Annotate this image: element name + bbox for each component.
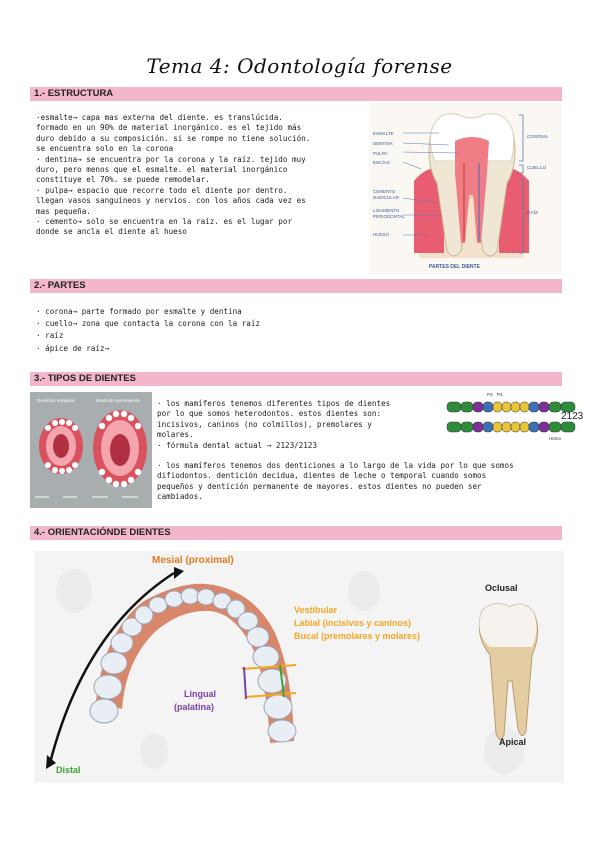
text-line: formado en un 90% de material inorgánico… — [36, 123, 302, 133]
text-line: ·esmalte→ capa mas externa del diente. e… — [36, 113, 283, 122]
section-heading-bar: 1.- ESTRUCTURA — [30, 87, 562, 101]
section-heading: 4.- ORIENTACIÓNDE DIENTES — [34, 527, 171, 538]
formula-number: 2123 — [561, 411, 584, 422]
section-heading-bar: 3.- TIPOS DE DIENTES — [30, 372, 562, 386]
text-line: mas pequeña. — [36, 206, 91, 216]
dentition-figure: Dentición temporal Dentición permanente — [30, 392, 152, 508]
figure-label: ESMALTE — [373, 131, 394, 136]
lingual-label: Lingual — [184, 689, 216, 699]
page-title: Tema 4: Odontología forense — [146, 54, 453, 78]
text-line: · corona→ parte formado por esmalte y de… — [36, 307, 242, 316]
figure-label: DENTINA — [373, 140, 393, 146]
vestibular-line: Labial (incisivos y caninos) — [294, 618, 412, 628]
text-line: · los mamíferos tenemos diferentes tipos… — [157, 399, 391, 408]
section-text: · los mamíferos tenemos dos denticiones … — [157, 461, 567, 503]
text-line: difiodontos. dentición decidua, dientes … — [157, 471, 487, 481]
oclusal-label: Oclusal — [485, 583, 518, 593]
apical-label: Apical — [499, 737, 527, 747]
figure-label: P3 — [487, 392, 493, 397]
lingual-label: (palatina) — [174, 702, 215, 712]
figure-label: CORONA — [527, 135, 549, 140]
distal-label: Distal — [56, 765, 81, 775]
vestibular-line: Bucal (premolares y molares) — [294, 631, 421, 641]
orientation-figure: Mesial (proximal) Distal Lingual (palati… — [34, 551, 564, 783]
text-line: · los mamíferos tenemos dos denticiones … — [157, 461, 514, 470]
figure-caption: PARTES DEL DIENTE — [429, 264, 480, 270]
text-line: · ápice de raíz→ — [36, 343, 110, 353]
text-line: · pulpa→ espacio que recorre todo el die… — [36, 185, 288, 195]
vestibular-label: Vestibular Labial (incisivos y caninos) … — [294, 604, 420, 643]
text-line: · cuello→ zona que contacta la corona co… — [36, 319, 261, 329]
figure-label: CEMENTO RADICULAR — [373, 189, 400, 200]
figure-label: HUESO — [373, 232, 390, 237]
section-heading-bar: 4.- ORIENTACIÓNDE DIENTES — [30, 526, 562, 540]
text-line: pequeños y dentición permanente de mayor… — [157, 481, 482, 491]
text-line: donde se ancla el diente al hueso — [36, 227, 187, 237]
text-line: llegan vasos sanguíneos y nervios. con l… — [36, 196, 306, 206]
figure-label: Dentición temporal — [37, 398, 75, 403]
text-line: cambiados. — [157, 492, 203, 502]
dental-formula-figure: P3 P4 2123 — [445, 392, 595, 444]
section-text: · los mamíferos tenemos diferentes tipos… — [157, 399, 404, 451]
section-heading: 3.- TIPOS DE DIENTES — [34, 373, 136, 384]
text-line: · fórmula dental actual → 2123/2123 — [157, 440, 318, 450]
figure-label: P4 — [497, 392, 503, 397]
figure-label: Dentición permanente — [96, 398, 141, 403]
text-line: duro, pero menos que el esmalte. el mate… — [36, 165, 288, 175]
text-line: incisivos, caninos (no colmillos), premo… — [157, 419, 372, 429]
section-text: · corona→ parte formado por esmalte y de… — [36, 306, 366, 355]
text-line: por lo que somos heterodontos. estos die… — [157, 409, 382, 419]
section-heading-bar: 2.- PARTES — [30, 279, 562, 293]
figure-label: ENCÍAS — [373, 160, 390, 166]
section-heading: 1.- ESTRUCTURA — [34, 88, 114, 99]
text-line: se encuentra solo en la corona — [36, 144, 174, 154]
figure-label: CUELLO — [527, 166, 547, 171]
figure-label: PULPA — [373, 150, 388, 156]
figure-label: Homo — [549, 436, 562, 441]
tooth-anatomy-figure: ESMALTE DENTINA PULPA ENCÍAS CEMENTO RAD… — [369, 103, 562, 275]
figure-label: LIGAMENTO PERIODONTAL — [373, 208, 405, 219]
vestibular-line: Vestibular — [294, 605, 338, 615]
text-line: · dentina→ se encuentra por la corona y … — [36, 154, 306, 164]
section-text: ·esmalte→ capa mas externa del diente. e… — [36, 113, 366, 238]
text-line: · cemento→ solo se encuentra en la raíz.… — [36, 217, 293, 227]
text-line: · raíz — [36, 331, 64, 341]
mesial-label: Mesial (proximal) — [152, 555, 234, 566]
text-line: constituye el 70%. se puede remodelar. — [36, 175, 210, 185]
text-line: duro debido a su composición. si se romp… — [36, 133, 311, 143]
section-heading: 2.- PARTES — [34, 280, 86, 291]
text-line: molares. — [157, 430, 194, 440]
figure-label: RAÍZ — [527, 211, 538, 216]
